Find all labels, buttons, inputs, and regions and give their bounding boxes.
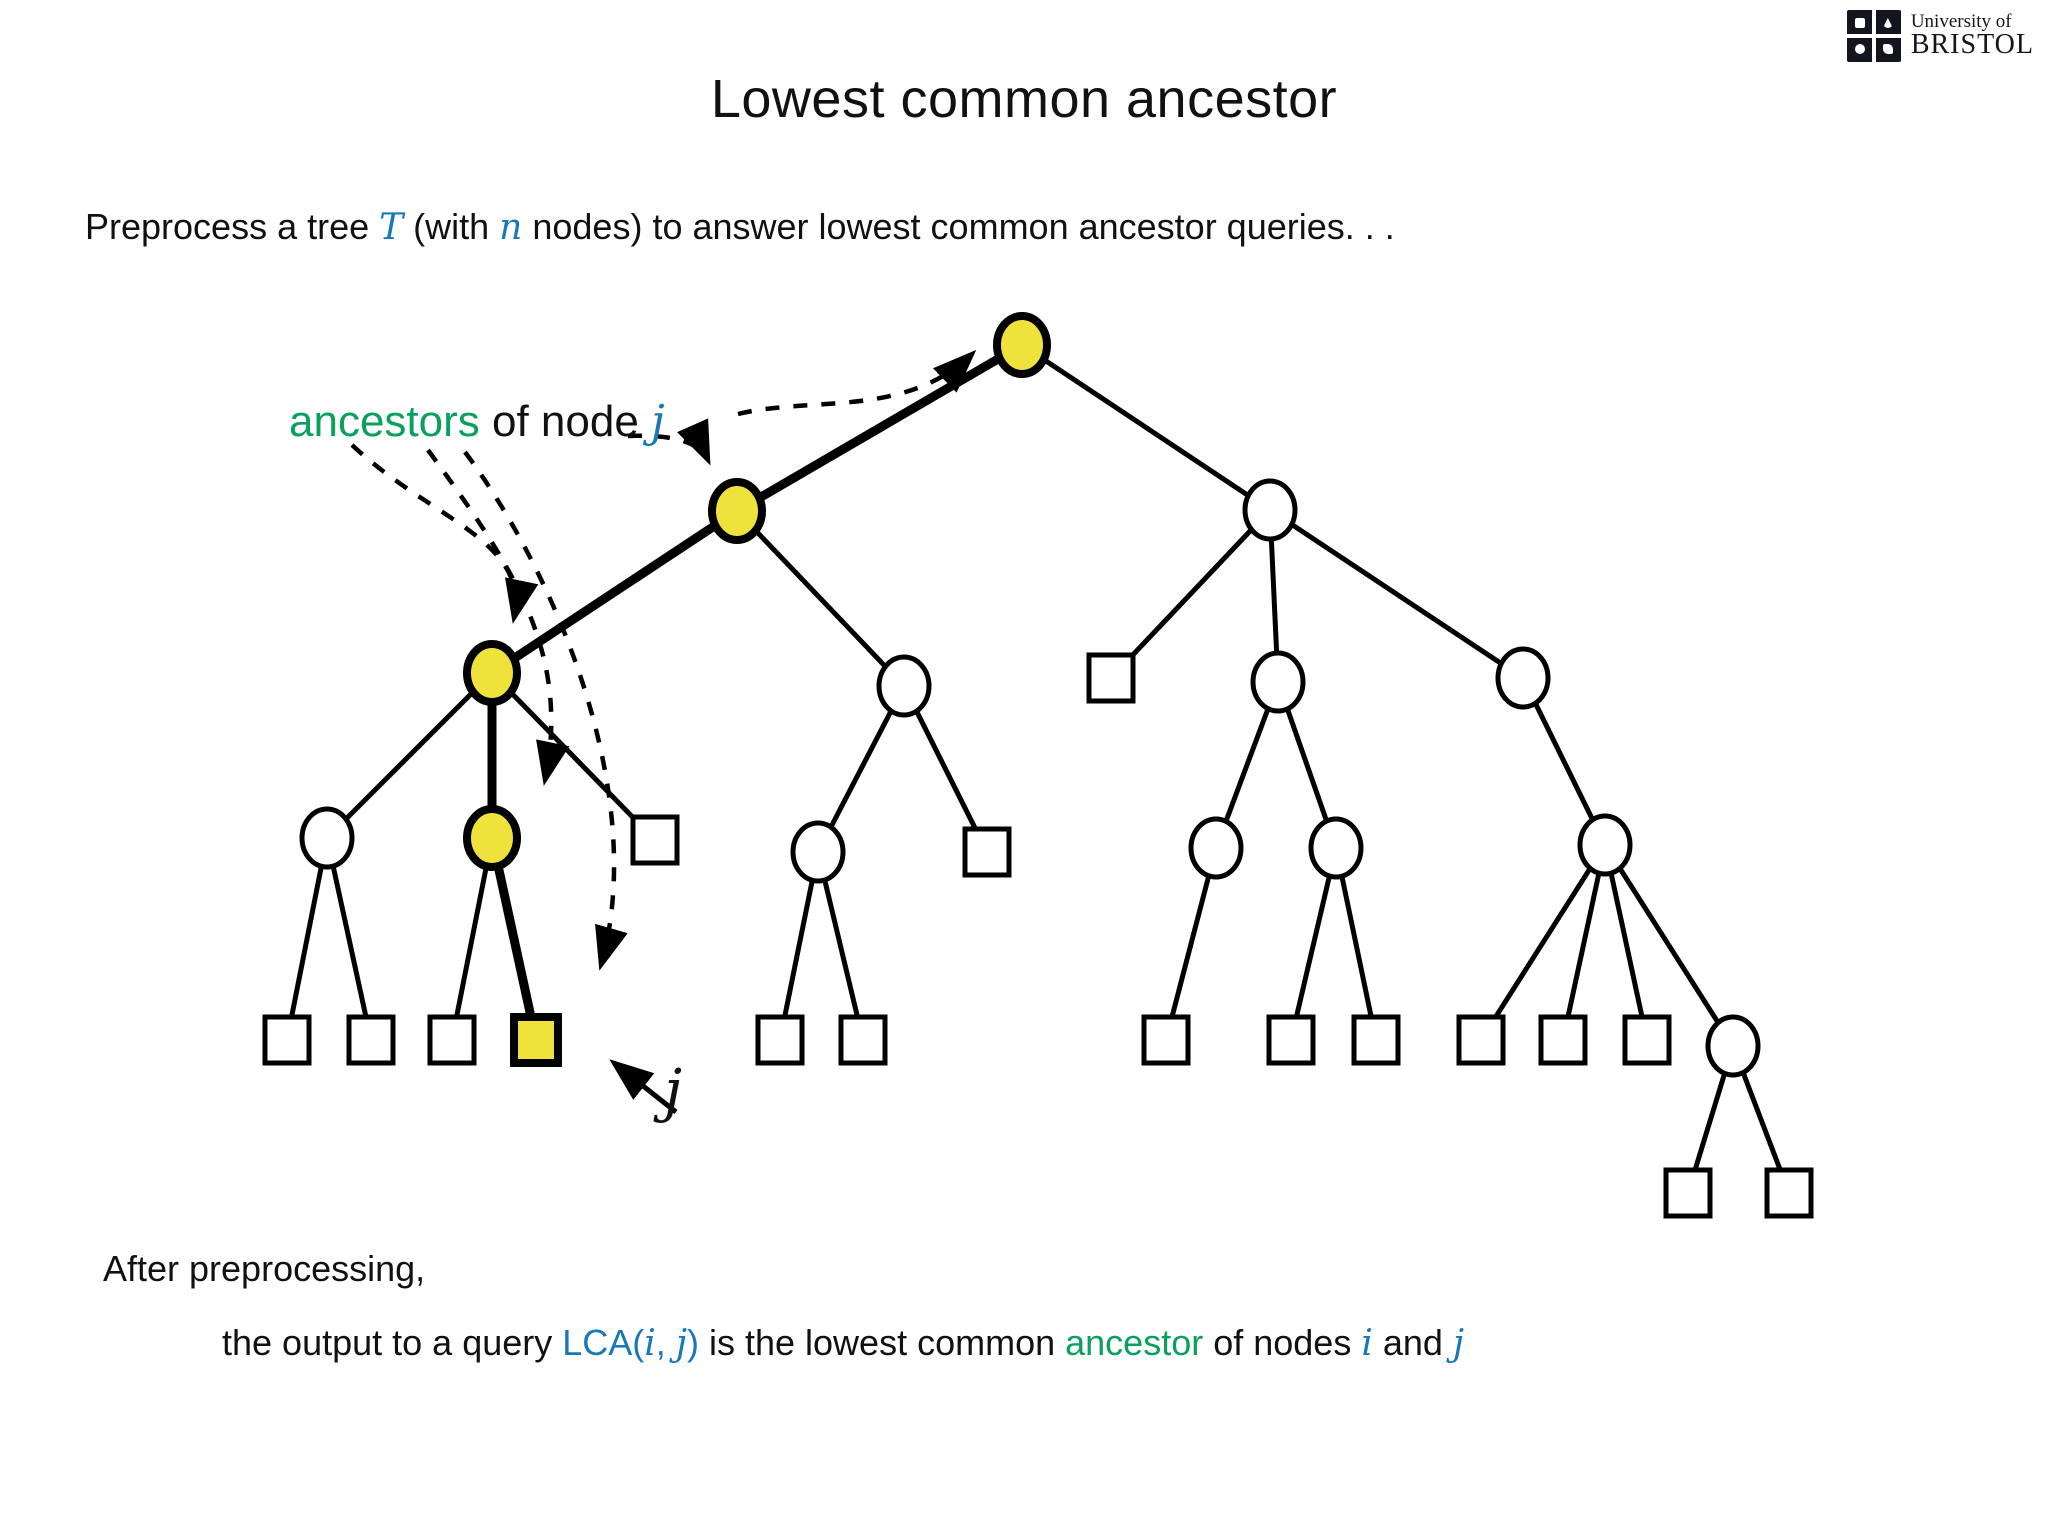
tree-node-b (1242, 478, 1298, 542)
tree-edge-b-g (1268, 507, 1525, 681)
tree-node-d (876, 654, 932, 718)
tree-edge-a-d (735, 509, 906, 688)
arrow-to-node-i2 (426, 448, 570, 786)
tree-edge-c-k (490, 671, 657, 842)
text-segment: i (1361, 1323, 1373, 1364)
tree-node-f (1250, 650, 1306, 714)
text-segment: T (379, 207, 404, 248)
tree-node-s13 (1764, 1167, 1814, 1219)
tree-node-s5 (838, 1014, 888, 1066)
text-segment: of nodes (1203, 1322, 1362, 1363)
tree-node-m (962, 826, 1012, 878)
j-pointer-arrow (609, 1059, 678, 1114)
tree-edge-n1-s6 (1163, 847, 1219, 1041)
tree-edge-h-s2 (324, 837, 374, 1041)
text-segment: j (1452, 1323, 1465, 1364)
tree-edge-root-a (734, 341, 1025, 515)
tree-nodes (262, 312, 1814, 1219)
tree-node-q (1705, 1014, 1761, 1078)
tree-edge-d-m (901, 684, 990, 854)
tree-edge-n2-s7 (1288, 847, 1339, 1041)
tree-node-a (708, 478, 766, 544)
tree-edge-i2-j (487, 837, 541, 1041)
tree-node-s2 (346, 1014, 396, 1066)
tree-node-p (1577, 813, 1633, 877)
text-segment: j (651, 396, 665, 447)
tree-edge-a-c (489, 507, 740, 677)
tree-node-s7 (1266, 1014, 1316, 1066)
arrow-to-node-a (627, 418, 711, 466)
annotation-arrows (350, 349, 977, 1114)
tree-node-s10 (1538, 1014, 1588, 1066)
tree-node-s6 (1141, 1014, 1191, 1066)
after-preprocessing-line: After preprocessing, (103, 1248, 425, 1290)
intro-line: Preprocess a tree T (with n nodes) to an… (85, 206, 1395, 248)
text-segment: nodes) to answer lowest common ancestor … (522, 206, 1395, 247)
ancestors-of-node-j-label: ancestors of node j (289, 396, 665, 447)
tree-node-n2 (1308, 816, 1364, 880)
tree-edge-root-b (1020, 342, 1272, 513)
logo-bristol: BRISTOL (1910, 29, 2034, 61)
text-segment: ancestor (1065, 1322, 1204, 1363)
tree-edge-g-p (1520, 676, 1608, 847)
text-segment: , (655, 1322, 676, 1363)
logo-university-of: University of (1910, 11, 2012, 33)
page-title: Lowest common ancestor (710, 69, 1338, 129)
text-segment: (with (403, 206, 500, 247)
tree-edge-p-s11 (1602, 844, 1650, 1041)
university-of-bristol-logo: University of BRISTOL (1846, 10, 2034, 62)
tree-edge-i2-s3 (449, 837, 495, 1041)
tree-edge-d-l (815, 684, 907, 854)
tree-edge-p-s10 (1560, 844, 1608, 1041)
tree-node-h (299, 806, 355, 870)
text-segment: After preprocessing, (103, 1248, 426, 1289)
tree-node-n1 (1188, 816, 1244, 880)
arrow-to-node-c (350, 443, 539, 624)
tree-node-g (1495, 646, 1551, 710)
tree-edge-c-h (325, 671, 494, 840)
tree-edge-n2-s8 (1333, 847, 1379, 1041)
tree-node-s3 (427, 1014, 477, 1066)
text-segment: the output to a query (222, 1322, 563, 1363)
tree-node-c (463, 640, 521, 706)
tree-node-s8 (1351, 1014, 1401, 1066)
node-j-label: j (664, 1056, 682, 1124)
tree-edge-h-s1 (284, 837, 330, 1041)
text-segment: Preprocess a tree (85, 206, 380, 247)
tree-node-j (510, 1013, 562, 1067)
tree-edge-p-q (1602, 843, 1736, 1048)
tree-node-e (1086, 652, 1136, 704)
text-segment: is the lowest common (698, 1322, 1066, 1363)
text-segment: j (675, 1323, 687, 1364)
tree-node-i2 (463, 805, 521, 871)
tree-edges (284, 341, 1792, 1194)
text-segment: LCA( (562, 1322, 645, 1363)
tree-node-root (993, 312, 1051, 378)
tree-node-s12 (1663, 1167, 1713, 1219)
text-segment: n (499, 207, 523, 248)
tree-node-l (790, 820, 846, 884)
text-segment: and (1372, 1322, 1453, 1363)
tree-node-s1 (262, 1014, 312, 1066)
tree-edge-l-s4 (777, 851, 821, 1041)
text-segment: ancestors (289, 397, 480, 446)
tree-node-s4 (755, 1014, 805, 1066)
tree-edge-p-s9 (1478, 843, 1608, 1042)
tree-edge-l-s5 (815, 851, 866, 1041)
text-segment: ) (686, 1322, 699, 1363)
bristol-crest-icon (1846, 10, 1901, 62)
arrow-to-node-j (463, 450, 628, 971)
tree-node-s11 (1622, 1014, 1672, 1066)
text-segment: of node (479, 397, 652, 446)
tree-edge-b-e (1109, 508, 1272, 680)
text-segment: i (644, 1323, 656, 1364)
tree-node-k (630, 814, 680, 866)
tree-node-s9 (1456, 1014, 1506, 1066)
lca-query-line: the output to a query LCA(i, j) is the l… (222, 1322, 1464, 1364)
arrow-to-root (737, 349, 977, 417)
